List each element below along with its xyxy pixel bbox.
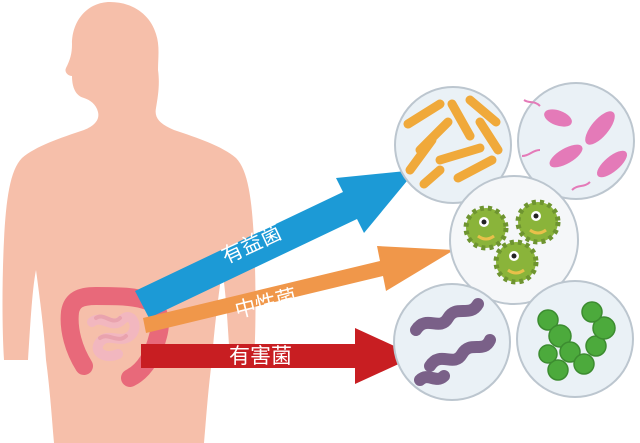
harmful-arrow: 有害菌 xyxy=(141,328,416,384)
beneficial-arrow-shape xyxy=(135,170,416,318)
flagellated-bacteria-circle xyxy=(517,82,635,200)
spiky-bacteria-circle xyxy=(449,175,579,305)
neutral-arrow-shape xyxy=(143,246,454,333)
spiral-bacteria-circle xyxy=(393,283,511,401)
harmful-arrow-label: 有害菌 xyxy=(229,344,292,368)
large-intestine xyxy=(60,287,169,387)
rod-bacteria-icon xyxy=(403,95,503,189)
spiky-bacteria-icon xyxy=(463,199,561,285)
intestine-graphic xyxy=(60,287,169,387)
flagellated-bacteria-icon xyxy=(521,99,628,191)
small-intestine-coil xyxy=(94,314,128,341)
harmful-arrow-shape xyxy=(141,328,416,384)
chain-bacteria-circle xyxy=(516,280,634,398)
rod-bacteria-circle xyxy=(394,86,512,204)
chain-bacteria-icon xyxy=(537,301,616,381)
spiral-bacteria-icon xyxy=(410,298,496,386)
small-intestine xyxy=(87,312,140,362)
